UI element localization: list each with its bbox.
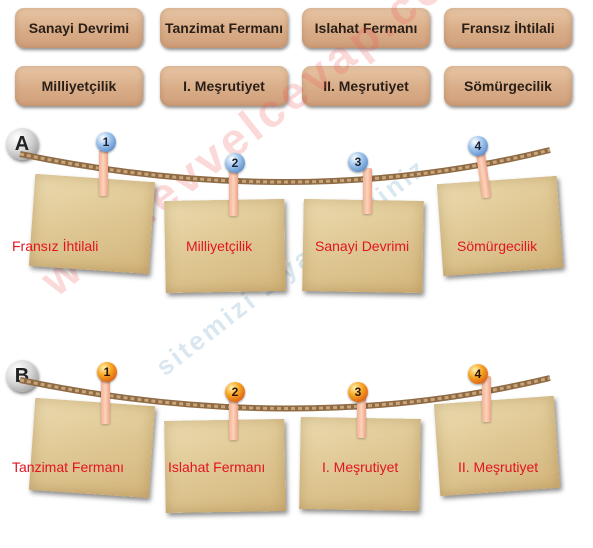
section-b-badge: B	[6, 360, 38, 392]
section-a-card-4	[436, 175, 564, 277]
section-b-label-2: Islahat Fermanı	[168, 459, 266, 475]
section-b-peg-3	[357, 392, 366, 438]
tile-somurgecilik[interactable]: Sömürgecilik	[444, 66, 572, 106]
section-a-pin-2: 2	[225, 153, 245, 173]
section-a-pin-3: 3	[348, 152, 368, 172]
section-b-label-4: II. Meşrutiyet	[458, 459, 539, 475]
section-a-label-2: Milliyetçilik	[186, 238, 253, 254]
section-a-peg-1	[99, 150, 108, 196]
section-b-peg-2	[229, 394, 238, 440]
section-a-pin-4: 4	[468, 136, 488, 156]
section-b-pin-2: 2	[225, 382, 245, 402]
section-a-peg-2	[229, 170, 238, 216]
section-a-card-1	[28, 173, 156, 275]
tile-ii-mesrutiyet[interactable]: II. Meşrutiyet	[302, 66, 430, 106]
section-b-card-1	[28, 397, 156, 499]
section-a-peg-3	[363, 168, 372, 214]
tile-fransiz-ihtilali[interactable]: Fransız İhtilali	[444, 8, 572, 48]
tile-tanzimat-fermani[interactable]: Tanzimat Fermanı	[160, 8, 288, 48]
tile-islahat-fermani[interactable]: Islahat Fermanı	[302, 8, 430, 48]
tile-milliyetcilik[interactable]: Milliyetçilik	[15, 66, 143, 106]
tile-i-mesrutiyet[interactable]: I. Meşrutiyet	[160, 66, 288, 106]
section-b-pin-3: 3	[348, 382, 368, 402]
section-a-label-1: Fransız İhtilali	[12, 238, 99, 254]
section-b-pin-1: 1	[97, 362, 117, 382]
section-b-peg-1	[101, 378, 110, 424]
section-a-pin-1: 1	[96, 132, 116, 152]
section-b-pin-4: 4	[468, 364, 488, 384]
tile-sanayi-devrimi[interactable]: Sanayi Devrimi	[15, 8, 143, 48]
section-b-card-4	[433, 395, 561, 497]
section-b-label-3: I. Meşrutiyet	[322, 459, 399, 475]
section-b-label-1: Tanzimat Fermanı	[12, 459, 125, 475]
section-a-label-4: Sömürgecilik	[457, 238, 538, 254]
section-b-rope	[19, 375, 551, 412]
section-a-label-3: Sanayi Devrimi	[315, 238, 410, 254]
section-b-peg-4	[482, 376, 491, 422]
